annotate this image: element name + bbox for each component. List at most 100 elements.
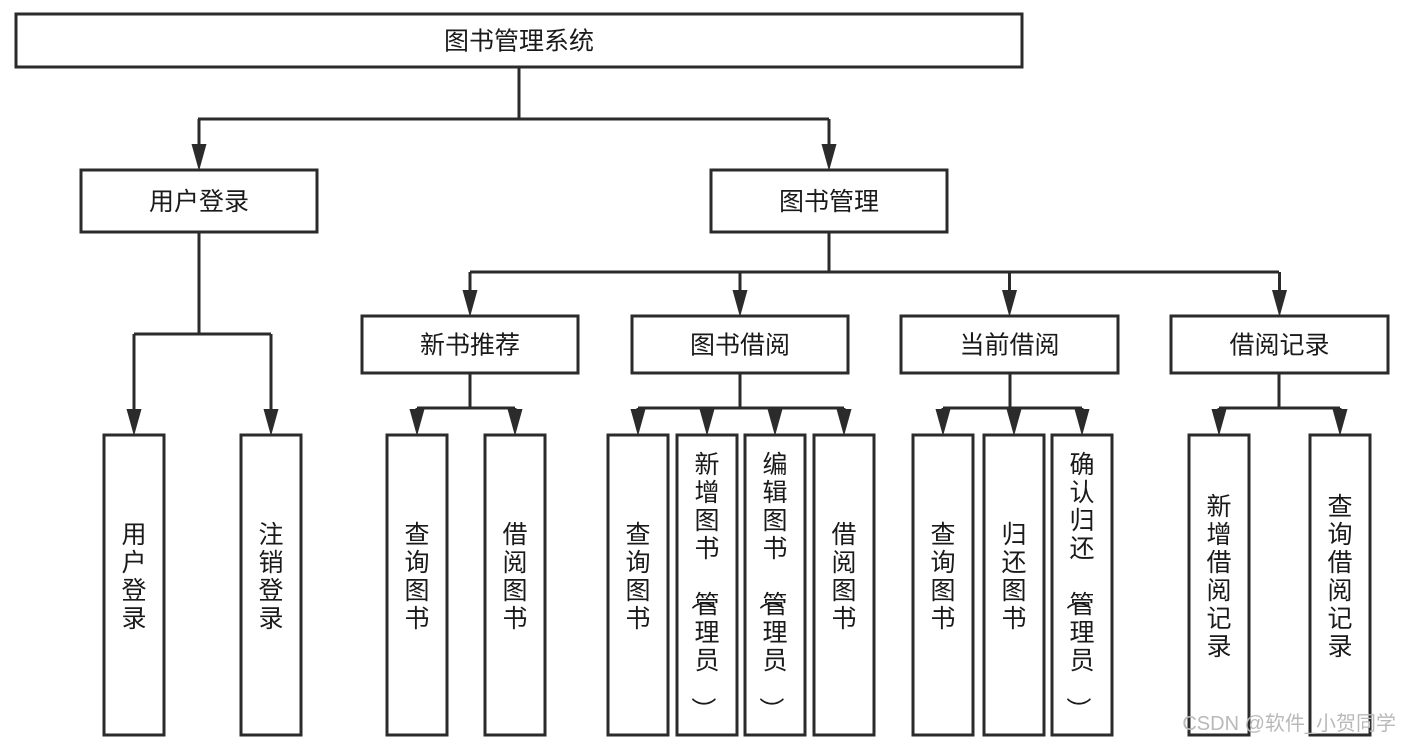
connector-group	[943, 373, 1082, 410]
edge-book-manage-to-current-borrow	[1002, 272, 1017, 317]
node-label: 用户登录	[149, 188, 249, 216]
arrow-head-icon	[1006, 409, 1022, 436]
node-leaf-query-record[interactable]: 查询借阅记录	[1308, 433, 1372, 737]
node-label: 编辑图书（管理员）	[756, 451, 787, 722]
node-leaf-confirm-return[interactable]: 确认归还（管理员）	[1050, 433, 1114, 737]
node-box[interactable]	[14, 12, 1024, 69]
node-leaf-borrow-book-a[interactable]: 借阅图书	[483, 433, 547, 737]
edge-book-manage-to-borrow-record	[1272, 272, 1287, 317]
node-box[interactable]	[606, 433, 670, 737]
edge-root-to-book-manage	[821, 119, 837, 171]
node-label: 图书管理系统	[444, 28, 594, 56]
edge-book-borrow-to-leaf-edit-book	[767, 408, 783, 436]
node-user-login[interactable]: 用户登录	[79, 168, 319, 234]
edge-book-borrow-to-leaf-add-book	[699, 408, 715, 436]
edge-current-borrow-to-leaf-query-book-c	[935, 408, 951, 436]
edge-current-borrow-to-leaf-confirm-return	[1074, 408, 1090, 436]
node-root[interactable]: 图书管理系统	[14, 12, 1024, 69]
arrow-head-icon	[409, 409, 425, 436]
node-leaf-add-book[interactable]: 新增图书（管理员）	[675, 433, 739, 737]
node-box[interactable]	[911, 433, 975, 737]
node-box[interactable]	[709, 168, 949, 234]
arrow-head-icon	[1332, 409, 1348, 436]
edge-user-login-to-leaf-logout	[263, 334, 279, 436]
node-leaf-logout[interactable]: 注销登录	[239, 433, 303, 737]
edge-root-to-user-login	[191, 119, 207, 171]
node-box[interactable]	[1050, 433, 1114, 737]
connector-group	[198, 67, 829, 121]
node-leaf-borrow-book-b[interactable]: 借阅图书	[812, 433, 876, 737]
node-box[interactable]	[79, 168, 319, 234]
node-box[interactable]	[1187, 433, 1251, 737]
node-book-manage[interactable]: 图书管理	[709, 168, 949, 234]
node-box[interactable]	[982, 433, 1046, 737]
node-box[interactable]	[675, 433, 739, 737]
node-leaf-edit-book[interactable]: 编辑图书（管理员）	[743, 433, 807, 737]
node-box[interactable]	[630, 314, 850, 375]
arrow-head-icon	[767, 409, 783, 436]
edge-user-login-to-leaf-user-login	[126, 334, 142, 436]
edge-borrow-record-to-leaf-query-record	[1332, 408, 1348, 436]
node-label: 新书推荐	[420, 332, 520, 360]
node-borrow-record[interactable]: 借阅记录	[1169, 314, 1390, 375]
node-box[interactable]	[483, 433, 547, 737]
edge-new-book-recommend-to-leaf-query-book-a	[409, 408, 425, 436]
node-label: 查询图书	[404, 521, 429, 633]
node-leaf-query-book-c[interactable]: 查询图书	[911, 433, 975, 737]
arrow-head-icon	[1074, 409, 1090, 436]
node-layer: 图书管理系统用户登录图书管理新书推荐图书借阅当前借阅借阅记录用户登录注销登录查询…	[14, 12, 1390, 737]
arrow-head-icon	[732, 290, 748, 317]
node-new-book-recommend[interactable]: 新书推荐	[360, 314, 580, 375]
node-leaf-user-login[interactable]: 用户登录	[102, 433, 166, 737]
connector-group	[417, 373, 515, 410]
node-label: 注销登录	[258, 521, 283, 633]
node-box[interactable]	[102, 433, 166, 737]
edge-book-manage-to-new-book-recommend	[462, 272, 478, 317]
node-box[interactable]	[360, 314, 580, 375]
arrow-head-icon	[263, 409, 279, 436]
node-label: 当前借阅	[959, 332, 1059, 360]
node-book-borrow[interactable]: 图书借阅	[630, 314, 850, 375]
node-leaf-query-book-a[interactable]: 查询图书	[385, 433, 449, 737]
node-label: 借阅记录	[1229, 332, 1329, 360]
node-label: 图书管理	[779, 188, 879, 216]
node-box[interactable]	[743, 433, 807, 737]
node-label: 确认归还（管理员）	[1063, 451, 1094, 722]
node-label: 借阅图书	[502, 521, 527, 633]
edge-borrow-record-to-leaf-add-record	[1211, 408, 1227, 436]
node-box[interactable]	[385, 433, 449, 737]
arrow-head-icon	[191, 144, 207, 171]
arrow-head-icon	[836, 409, 852, 436]
arrow-head-icon	[126, 409, 142, 436]
arrow-head-icon	[630, 409, 646, 436]
connector-group	[1219, 373, 1340, 410]
edge-book-borrow-to-leaf-borrow-book-b	[836, 408, 852, 436]
arrow-head-icon	[1211, 409, 1227, 436]
connector-group	[470, 232, 1279, 274]
arrow-head-icon	[462, 290, 478, 317]
node-box[interactable]	[812, 433, 876, 737]
edge-current-borrow-to-leaf-return-book	[1006, 408, 1022, 436]
arrow-head-icon	[821, 144, 837, 171]
node-label: 查询图书	[625, 521, 650, 633]
node-label: 查询图书	[930, 521, 955, 633]
csdn-watermark: CSDN @软件_小贺同学	[1182, 712, 1396, 735]
node-label: 借阅图书	[831, 521, 856, 633]
node-box[interactable]	[1169, 314, 1390, 375]
node-box[interactable]	[1308, 433, 1372, 737]
arrow-head-icon	[1002, 290, 1017, 317]
connector-group	[134, 232, 271, 336]
node-current-borrow[interactable]: 当前借阅	[899, 314, 1120, 375]
node-box[interactable]	[899, 314, 1120, 375]
connector-group	[638, 373, 844, 410]
node-label: 新增借阅记录	[1206, 493, 1231, 661]
arrow-head-icon	[935, 409, 951, 436]
node-label: 新增图书（管理员）	[688, 451, 719, 722]
arrow-head-icon	[507, 409, 523, 436]
node-leaf-return-book[interactable]: 归还图书	[982, 433, 1046, 737]
node-leaf-add-record[interactable]: 新增借阅记录	[1187, 433, 1251, 737]
node-box[interactable]	[239, 433, 303, 737]
node-leaf-query-book-b[interactable]: 查询图书	[606, 433, 670, 737]
